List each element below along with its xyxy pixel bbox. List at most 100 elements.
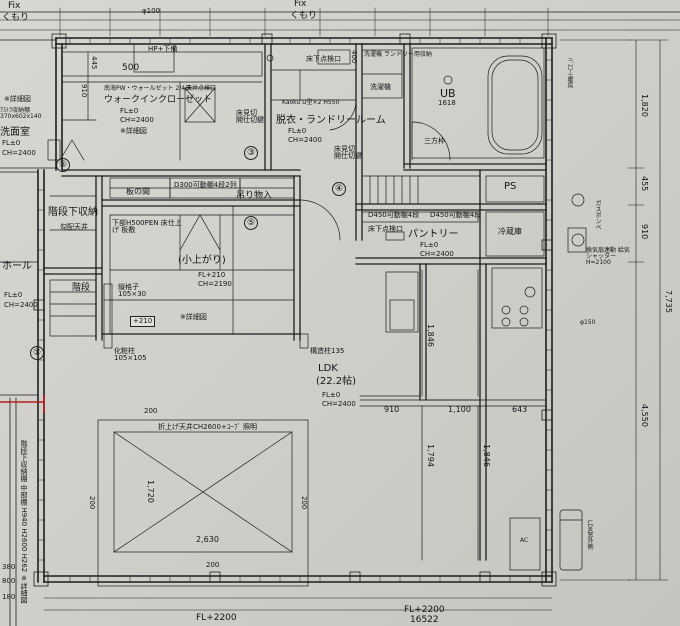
walkin-fl: FL±0 bbox=[120, 107, 139, 115]
label-ac: AC bbox=[520, 537, 529, 544]
dim-7735: 7,735 bbox=[664, 290, 673, 313]
pantry-ch: CH=2400 bbox=[420, 250, 454, 258]
label-d450-a: D450可動棚4段 bbox=[368, 211, 420, 219]
dim-445: 445 bbox=[90, 56, 98, 70]
kumori-label-right: くもり bbox=[290, 11, 318, 21]
label-16522: 16522 bbox=[410, 615, 439, 625]
dim-1846-a: 1,846 bbox=[426, 324, 435, 347]
dim-2630: 2,630 bbox=[196, 535, 219, 544]
walkin-ch: CH=2400 bbox=[120, 116, 154, 124]
dim-380: 380 bbox=[2, 563, 16, 571]
dim-800: 800 bbox=[2, 577, 16, 585]
ldk-size: (22.2帖) bbox=[316, 376, 357, 387]
label-reizouko: 冷蔵庫 bbox=[498, 227, 522, 236]
room-pantry: パントリー bbox=[408, 229, 459, 240]
label-bath-kanpo: ﾊﾞｽｺｰﾄ暖房 bbox=[566, 58, 573, 89]
dim-180: 180 bbox=[2, 593, 16, 601]
ldk-ch: CH=2400 bbox=[322, 400, 356, 408]
kumori-label-left: くもり bbox=[2, 13, 30, 23]
room-kaidan: 階段 bbox=[72, 283, 91, 293]
senmen-fl: FL±0 bbox=[2, 139, 21, 147]
label-shita: 下部H500PEN 床仕上げ 板敷 bbox=[112, 219, 182, 234]
tag-plus210: +210 bbox=[130, 316, 156, 327]
datsui-ch: CH=2400 bbox=[288, 136, 322, 144]
fix-label-left: Fix bbox=[8, 1, 21, 11]
label-kuchi-tenjo: 勾配天井 bbox=[60, 223, 88, 231]
dim-1820: 1,820 bbox=[640, 94, 649, 117]
hall-fl: FL±0 bbox=[4, 291, 23, 299]
ldk-fl: FL±0 bbox=[322, 391, 341, 399]
room-ldk: LDK bbox=[318, 363, 338, 374]
dim-200-d: 200 bbox=[206, 561, 220, 569]
dim-200-a: 200 bbox=[144, 407, 158, 415]
room-senmen: 洗面室 bbox=[0, 127, 30, 138]
walkin-detail: ※詳細図 bbox=[120, 127, 147, 135]
left-note: 階段下収納棚 中部棚 H940 H2600 H262 ※詳細図 bbox=[20, 440, 28, 604]
label-ldk-guide: LDK窓外側 bbox=[586, 520, 593, 550]
hall-ch: CH=2400 bbox=[4, 301, 38, 309]
pantry-fl: FL±0 bbox=[420, 241, 439, 249]
label-yuka-dataka-p: 床下点検口 bbox=[368, 225, 403, 233]
room-koagari: (小上がり) bbox=[178, 255, 226, 266]
marker-4: ④ bbox=[332, 182, 346, 196]
dim-910-b: 910 bbox=[640, 224, 649, 240]
label-d300-shelf: D300可動棚4段2列 bbox=[174, 181, 237, 189]
label-senmen-panel: 洗濯機 ランドリー用収納 bbox=[364, 51, 432, 58]
label-fl2200-b: FL+2200 bbox=[196, 613, 237, 623]
label-ita-kanshi: 板の間 bbox=[126, 187, 150, 196]
room-hall: ホール bbox=[2, 261, 32, 272]
label-kouzou-bashira: 構造柱135 bbox=[310, 347, 345, 355]
marker-3: ③ bbox=[244, 146, 258, 160]
dim-455: 455 bbox=[640, 176, 649, 192]
label-sentakuki: 洗濯機 bbox=[370, 83, 391, 91]
dim-4550: 4,550 bbox=[640, 404, 649, 427]
label-phi150: φ150 bbox=[580, 319, 596, 326]
label-three-way: 三方枠 bbox=[424, 137, 445, 145]
label-tenjo-open: 天井点検口 bbox=[186, 85, 217, 92]
label-yukami-kiri-2: 床見切 開仕切鍵 bbox=[334, 145, 362, 160]
senmen-ch: CH=2400 bbox=[2, 149, 36, 157]
label-d450-b: D450可動棚4段 bbox=[430, 211, 482, 219]
label-hp-shita: HP+下備 bbox=[148, 45, 178, 53]
dim-1846-b: 1,846 bbox=[482, 444, 491, 467]
label-tokonoma-dataka: 床下点検口 bbox=[306, 55, 341, 63]
vent-phi100: φ100 bbox=[142, 7, 160, 15]
datsui-fl: FL±0 bbox=[288, 127, 307, 135]
dim-400: 400 bbox=[350, 50, 358, 64]
ub-size: 1618 bbox=[438, 99, 456, 107]
room-kaidan-shita: 階段下収納 bbox=[48, 207, 98, 218]
label-gas-bonbe: ガスボンベ bbox=[594, 200, 601, 230]
label-minami-pw: 南海PW・ウォールゼット 2/4/3 bbox=[104, 85, 191, 92]
marker-5: ⑤ bbox=[244, 216, 258, 230]
label-asutora: ｱｽﾄﾗ収納棚 370x602x140 bbox=[0, 107, 42, 120]
left-detail: ※詳細図 bbox=[4, 95, 31, 103]
label-yukami-kiri: 床見切 開仕切鍵 bbox=[236, 109, 264, 124]
fix-label-right: Fix bbox=[294, 0, 307, 9]
room-walkin-closet: ウォークインクローゼット bbox=[104, 95, 213, 105]
label-orage-tenjo: 折上げ天井CH2600+ﾕｰﾌﾞ 照明 bbox=[158, 423, 258, 431]
marker-1: ① bbox=[30, 346, 44, 360]
room-ps: PS bbox=[504, 181, 517, 192]
room-datsui-laundry: 脱衣・ランドリールーム bbox=[276, 115, 386, 126]
dim-200-b: 200 bbox=[300, 496, 308, 510]
label-fl2200: FL+2200 bbox=[404, 605, 445, 615]
label-tsuri: 吊り物入 bbox=[236, 191, 273, 201]
dim-500: 500 bbox=[122, 63, 140, 73]
marker-6: ⑥ bbox=[56, 158, 70, 172]
dim-1720: 1,720 bbox=[146, 480, 155, 503]
label-kaoku: Kaoku U型×2 H550 bbox=[282, 99, 340, 106]
label-tategoushi: 縦格子 105×30 bbox=[118, 283, 147, 298]
dim-910-a: 910 bbox=[80, 84, 88, 98]
dim-1100: 1,100 bbox=[448, 405, 471, 414]
koagari-fl: FL+210 bbox=[198, 271, 226, 279]
dim-910-c: 910 bbox=[384, 405, 400, 414]
label-kyuuki: 換気扇連動 給気シャッター H=2100 bbox=[586, 247, 630, 266]
dim-1794: 1,794 bbox=[426, 444, 435, 467]
label-kesho-bashira: 化粧柱 105×105 bbox=[114, 347, 147, 362]
koagari-ch: CH=2190 bbox=[198, 280, 232, 288]
dim-643: 643 bbox=[512, 405, 528, 414]
room-ub: UB bbox=[440, 87, 456, 100]
koagari-detail: ※詳細図 bbox=[180, 313, 207, 321]
